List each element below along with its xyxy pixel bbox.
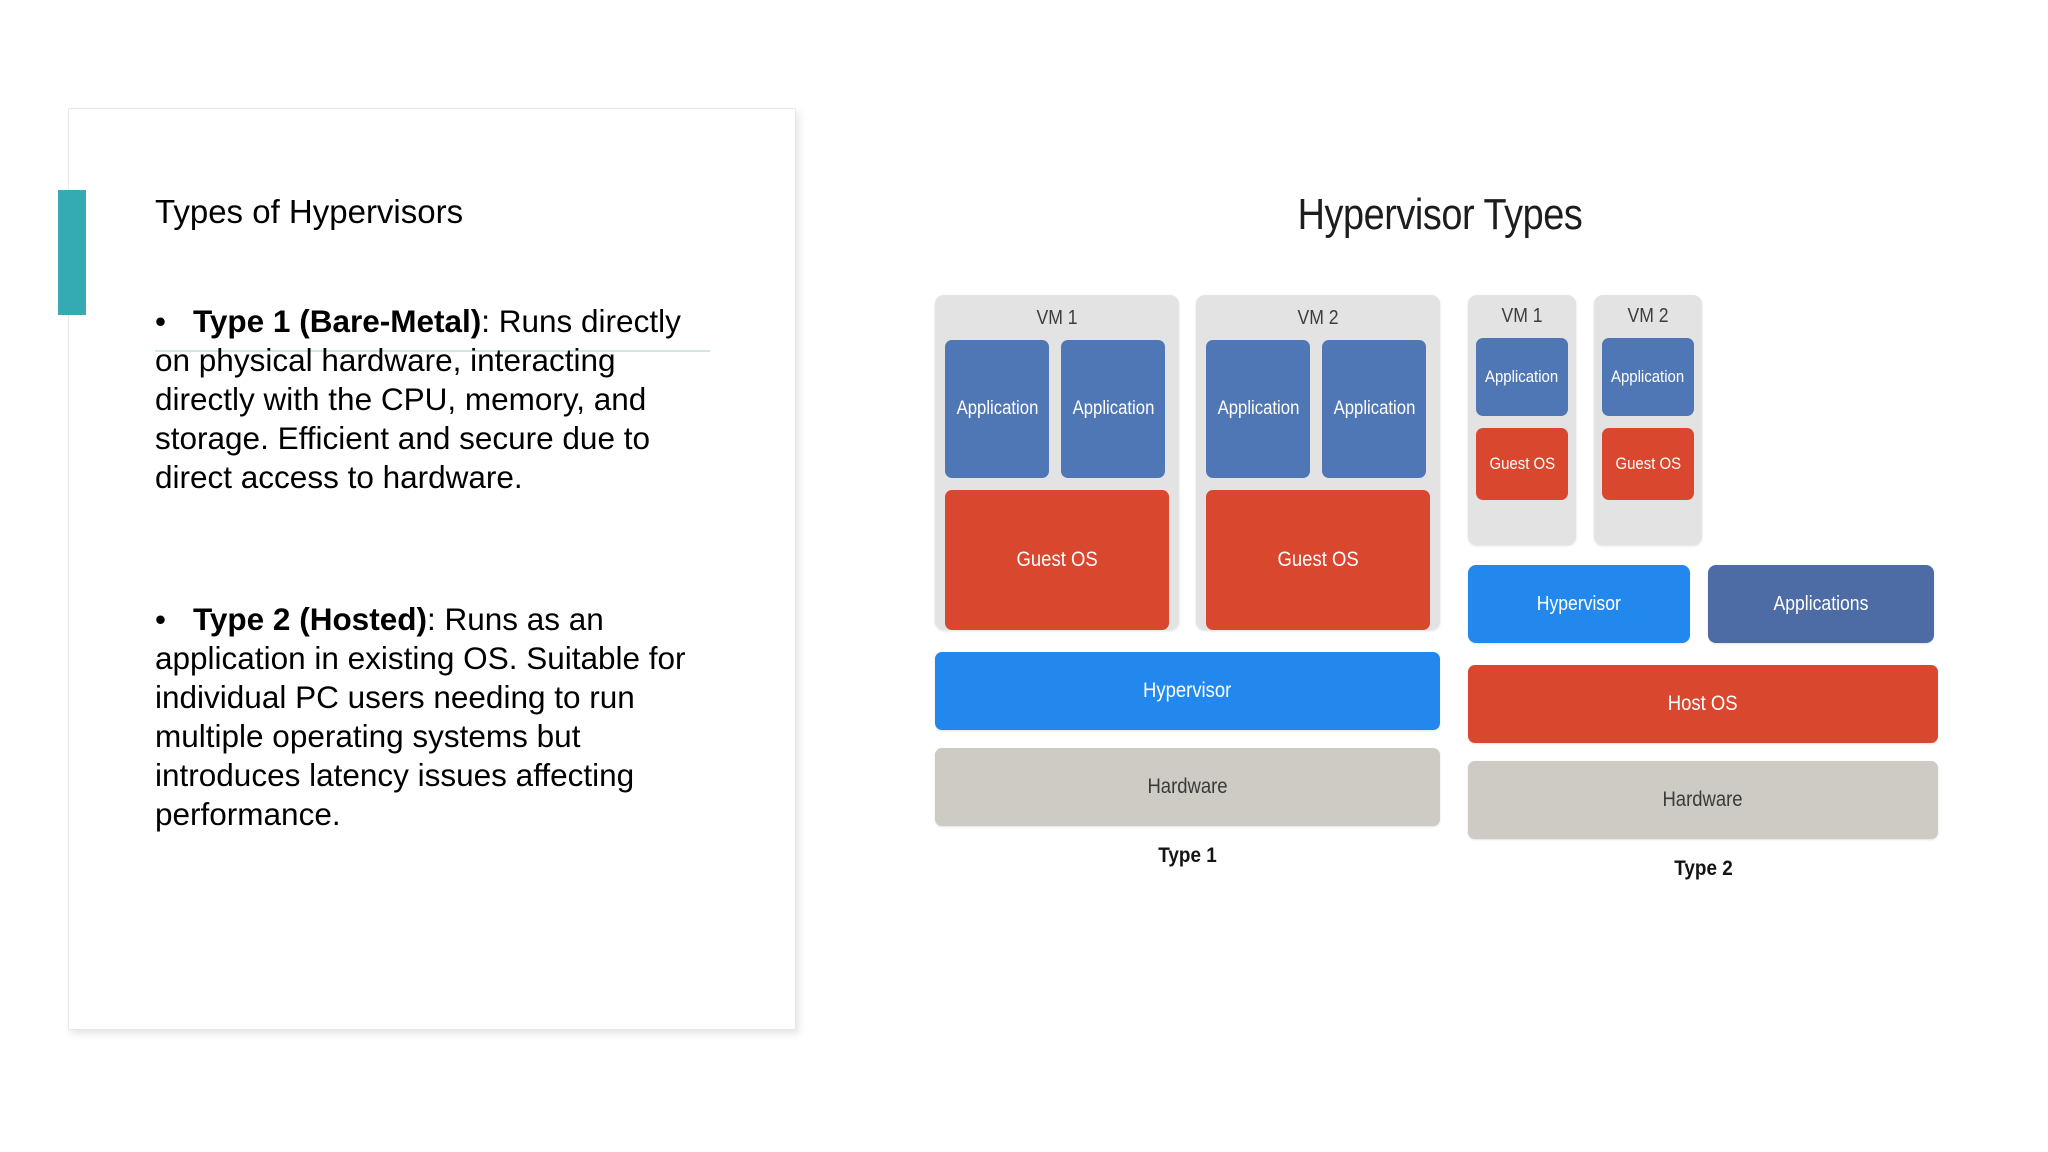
type2-hypervisor-block: Hypervisor <box>1468 565 1690 643</box>
type1-vm-row: VM 1 Application Application Guest OS VM… <box>935 295 1440 630</box>
title-accent-bar <box>58 190 86 315</box>
hypervisor-diagram: Hypervisor Types VM 1 Application Applic… <box>880 190 2000 910</box>
type1-hypervisor-bar: Hypervisor <box>935 652 1440 730</box>
type2-vm-1-label: VM 1 <box>1501 305 1543 327</box>
type2-vm-row: VM 1 Application Guest OS VM 2 Applicati… <box>1468 295 1938 545</box>
type1-hardware-bar: Hardware <box>935 748 1440 826</box>
type2-hardware-bar: Hardware <box>1468 761 1938 839</box>
type2-vm-2-container: VM 2 Application Guest OS <box>1594 295 1702 545</box>
type2-vm-1-guest-os: Guest OS <box>1476 428 1568 500</box>
title-divider-rule <box>155 350 710 352</box>
bullet-title-type2: Type 2 (Hosted) <box>193 601 427 637</box>
slide-title: Types of Hypervisors <box>155 193 464 230</box>
type1-vm-1-application-1: Application <box>945 340 1049 478</box>
type2-applications-block: Applications <box>1708 565 1934 643</box>
type2-caption: Type 2 <box>1673 857 1733 880</box>
spacer <box>1468 643 1938 665</box>
type1-vm-1-container: VM 1 Application Application Guest OS <box>935 295 1179 630</box>
bullet-item-type2: • Type 2 (Hosted): Runs as an application… <box>155 600 700 834</box>
type1-vm-2-label: VM 2 <box>1297 307 1339 329</box>
type1-column: VM 1 Application Application Guest OS VM… <box>935 295 1440 868</box>
type1-caption: Type 1 <box>1158 844 1217 867</box>
type1-vm-2-guest-os: Guest OS <box>1206 490 1430 630</box>
type1-vm-2-application-1: Application <box>1206 340 1310 478</box>
bullet-item-type1: • Type 1 (Bare-Metal): Runs directly on p… <box>155 302 700 497</box>
type1-vm-2-container: VM 2 Application Application Guest OS <box>1196 295 1440 630</box>
type1-vm-1-application-2: Application <box>1061 340 1165 478</box>
spacer <box>1468 743 1938 761</box>
type1-vm-1-label: VM 1 <box>1036 307 1078 329</box>
type2-vm-1-application: Application <box>1476 338 1568 416</box>
spacer <box>935 730 1440 748</box>
type2-vm-2-label: VM 2 <box>1627 305 1669 327</box>
type2-vm-1-container: VM 1 Application Guest OS <box>1468 295 1576 545</box>
type2-host-os-bar: Host OS <box>1468 665 1938 743</box>
type1-vm-2-app-row: Application Application <box>1206 340 1430 478</box>
type1-vm-1-app-row: Application Application <box>945 340 1169 478</box>
type1-vm-1-guest-os: Guest OS <box>945 490 1169 630</box>
bullet-title-type1: Type 1 (Bare-Metal) <box>193 303 482 339</box>
bullet-marker: • <box>155 601 167 637</box>
bullet-body-type2: : Runs as an application in existing OS.… <box>155 601 686 832</box>
slide-card <box>68 108 796 1030</box>
type2-vm-2-application: Application <box>1602 338 1694 416</box>
type1-vm-2-application-2: Application <box>1322 340 1426 478</box>
type2-middle-row: Hypervisor Applications <box>1468 565 1938 643</box>
spacer <box>935 630 1440 652</box>
bullet-marker: • <box>155 303 167 339</box>
bullet-body-type1: : Runs directly on physical hardware, in… <box>155 303 681 495</box>
type2-column: VM 1 Application Guest OS VM 2 Applicati… <box>1468 295 1938 881</box>
diagram-title: Hypervisor Types <box>1297 190 1583 239</box>
type2-vm-2-guest-os: Guest OS <box>1602 428 1694 500</box>
